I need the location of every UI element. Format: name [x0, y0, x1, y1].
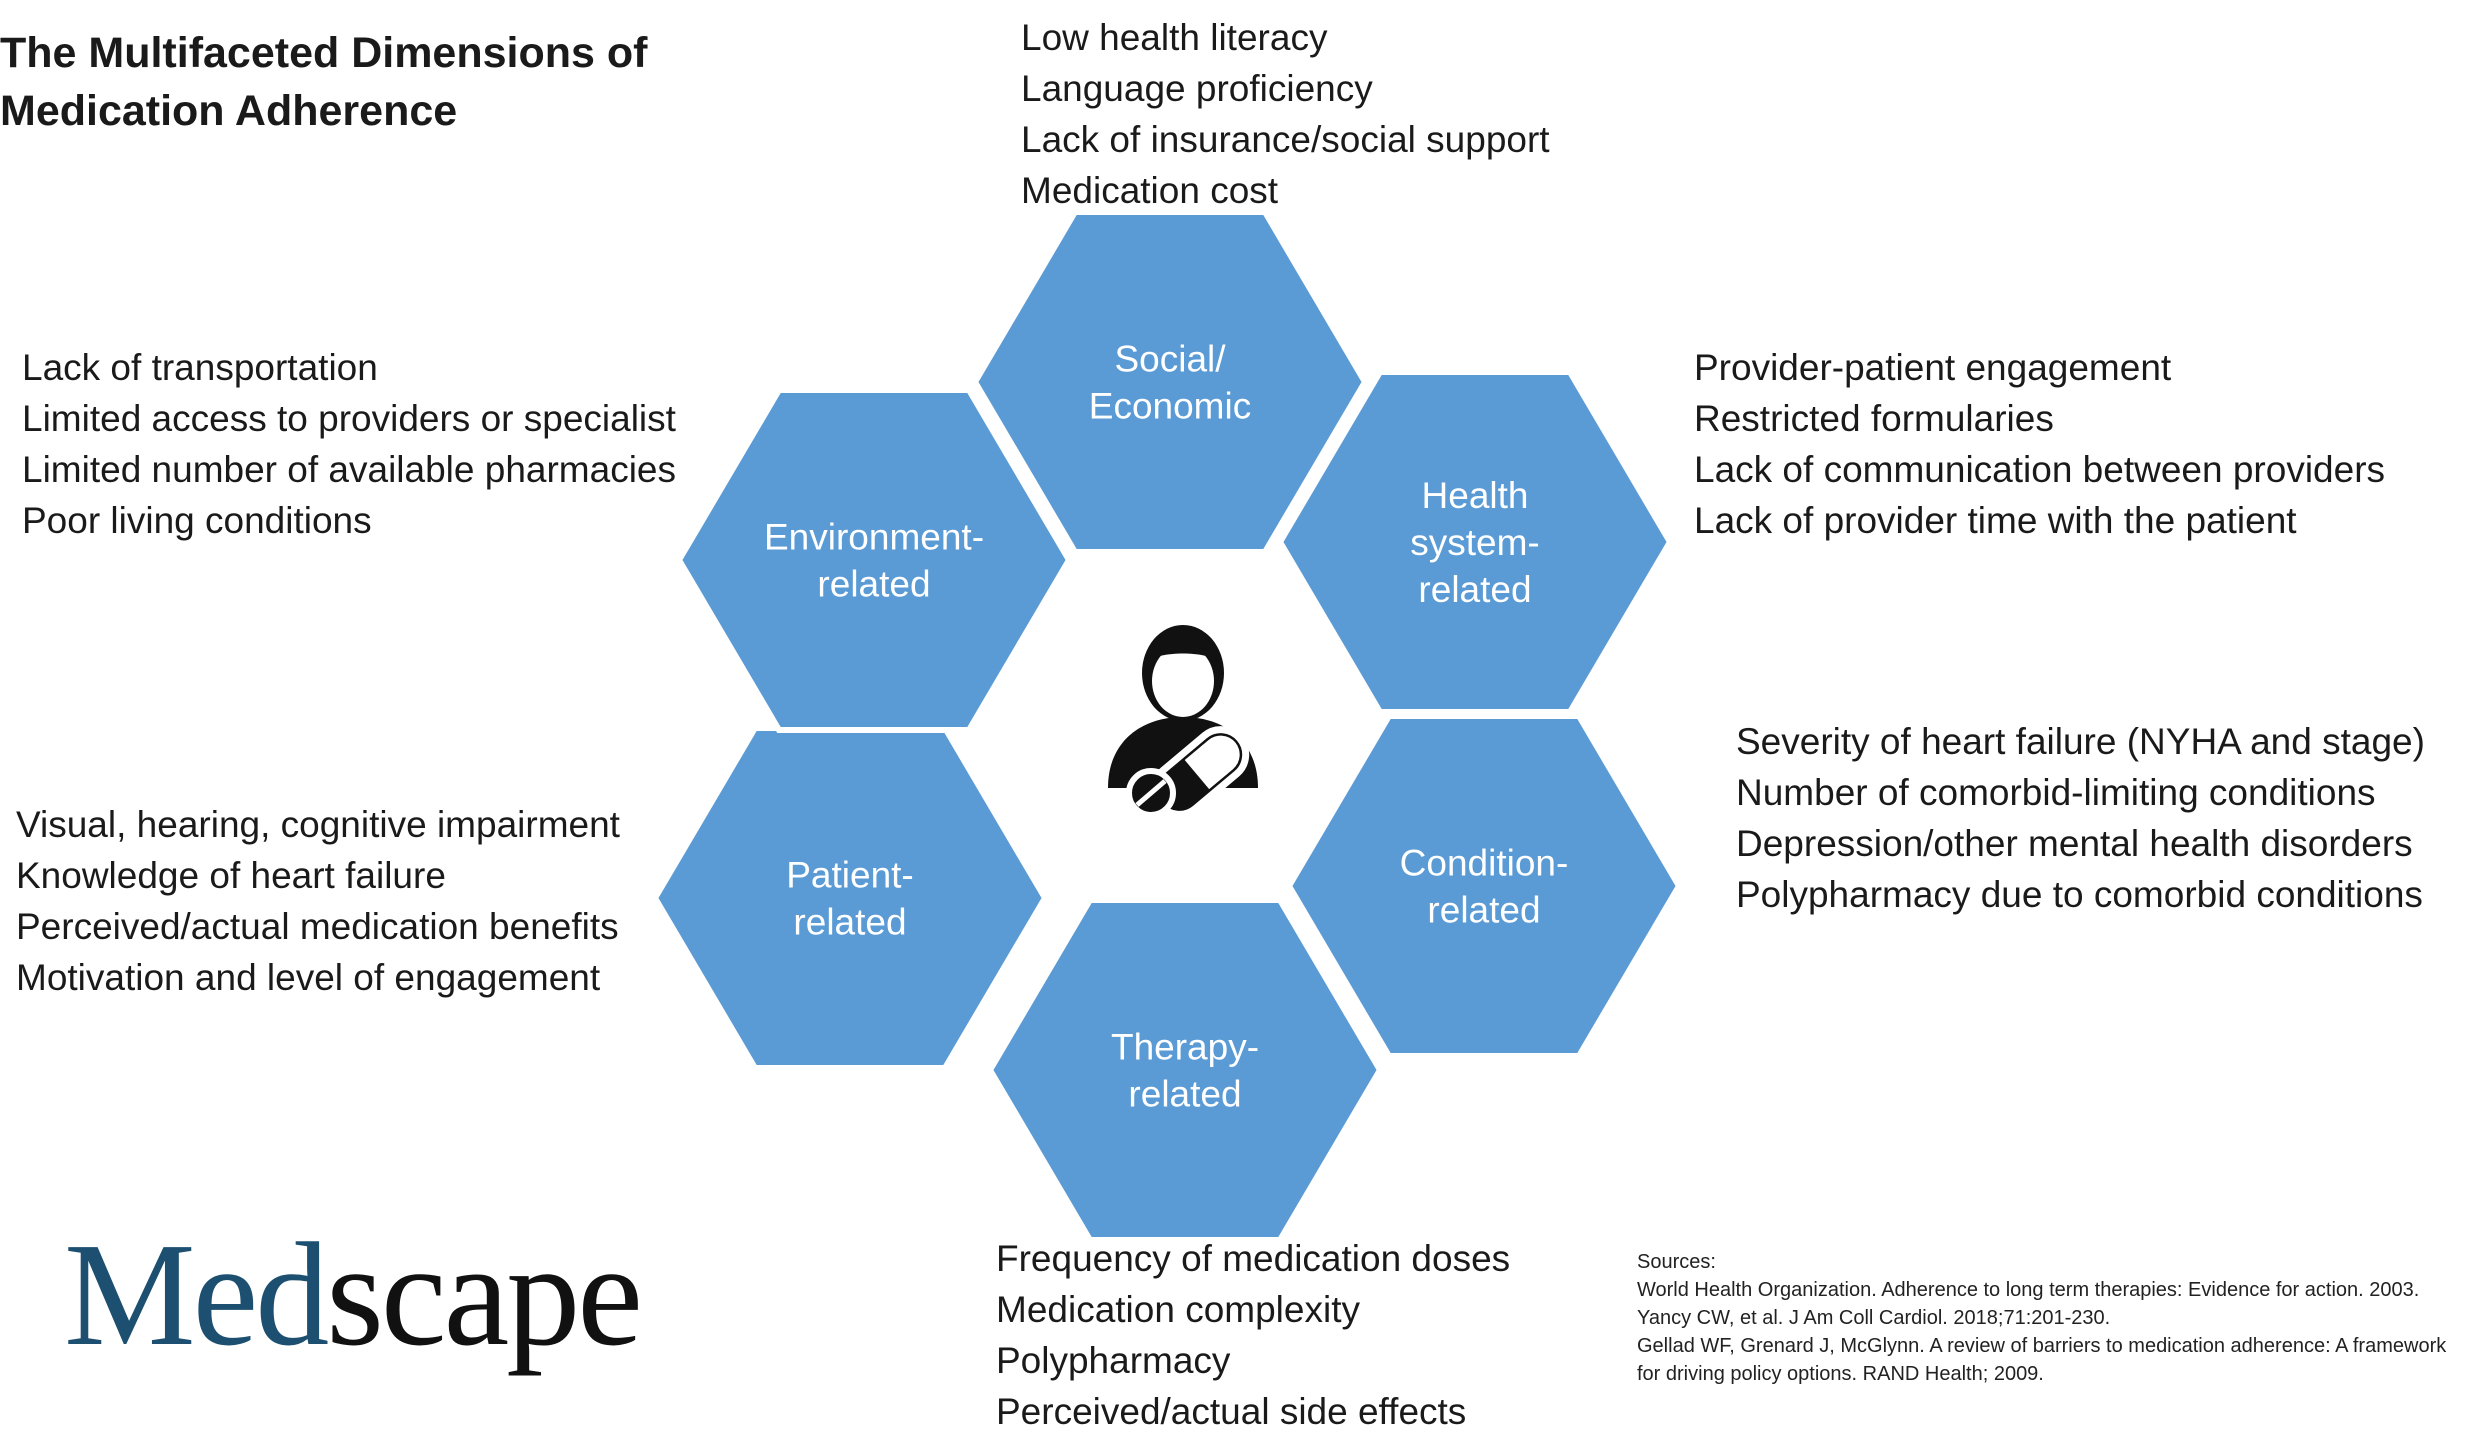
hexagon-label: Therapy-: [1111, 1027, 1259, 1068]
condition-factors: Severity of heart failure (NYHA and stag…: [1736, 716, 2425, 920]
sources-heading: Sources:: [1637, 1251, 1716, 1273]
hexagon-label: Condition-: [1400, 843, 1569, 884]
patient-with-pill-icon: [1108, 625, 1258, 818]
list-item: Motivation and level of engagement: [16, 957, 601, 998]
hexagon-label: system-: [1410, 522, 1540, 563]
list-item: Limited access to providers or specialis…: [22, 398, 676, 439]
hexagon-label: related: [793, 902, 906, 943]
list-item: Medication cost: [1021, 170, 1279, 211]
logo-part-scape: scape: [326, 1213, 643, 1377]
list-item: Provider-patient engagement: [1694, 347, 2172, 388]
hexagon-shape: [986, 897, 1384, 1243]
hexagon-label: related: [1128, 1074, 1241, 1115]
patient-factors: Visual, hearing, cognitive impairment Kn…: [16, 799, 620, 1003]
hexagon-shape: [1276, 369, 1674, 715]
hexagon-label: related: [1418, 569, 1531, 610]
medscape-logo: Medscape: [64, 1213, 643, 1377]
environment-factors: Lack of transportation Limited access to…: [22, 342, 676, 546]
list-item: Lack of communication between providers: [1694, 449, 2386, 490]
list-item: Language proficiency: [1021, 68, 1373, 109]
hexagon-label: Social/: [1114, 339, 1226, 380]
hex-patient: Patient-related: [651, 725, 1049, 1071]
logo-part-med: Med: [64, 1213, 329, 1377]
page-title: The Multifaceted Dimensions of Medicatio…: [0, 29, 648, 135]
hexagon-shape: [1285, 713, 1683, 1059]
list-item: Perceived/actual medication benefits: [16, 906, 619, 947]
hexagon-label: related: [1427, 890, 1540, 931]
list-item: Lack of transportation: [22, 347, 378, 388]
hex-therapy: Therapy-related: [986, 897, 1384, 1243]
list-item: Visual, hearing, cognitive impairment: [16, 804, 620, 845]
list-item: Number of comorbid-limiting conditions: [1736, 772, 2376, 813]
hexagon-label: Environment-: [764, 517, 984, 558]
social-economic-factors: Low health literacy Language proficiency…: [1021, 12, 1550, 216]
hexagon-shape: [651, 725, 1049, 1071]
hexagon-label: Patient-: [786, 855, 914, 896]
source-entry: World Health Organization. Adherence to …: [1637, 1279, 2420, 1301]
list-item: Lack of provider time with the patient: [1694, 500, 2297, 541]
list-item: Limited number of available pharmacies: [22, 449, 677, 490]
sources: Sources: World Health Organization. Adhe…: [1637, 1248, 2457, 1388]
hexagon-shape: [675, 387, 1073, 733]
list-item: Restricted formularies: [1694, 398, 2054, 439]
source-entry: Yancy CW, et al. J Am Coll Cardiol. 2018…: [1637, 1307, 2111, 1329]
list-item: Medication complexity: [996, 1289, 1360, 1330]
hexagon-label: Health: [1422, 475, 1529, 516]
list-item: Frequency of medication doses: [996, 1238, 1511, 1279]
hex-health-system: Health system-related: [1276, 369, 1674, 715]
therapy-factors: Frequency of medication doses Medication…: [996, 1233, 1510, 1437]
source-entry: Gellad WF, Grenard J, McGlynn. A review …: [1637, 1335, 2447, 1385]
list-item: Lack of insurance/social support: [1021, 119, 1550, 160]
list-item: Knowledge of heart failure: [16, 855, 446, 896]
list-item: Severity of heart failure (NYHA and stag…: [1736, 721, 2425, 762]
list-item: Polypharmacy due to comorbid conditions: [1736, 874, 2423, 915]
list-item: Polypharmacy: [996, 1340, 1231, 1381]
list-item: Depression/other mental health disorders: [1736, 823, 2413, 864]
hex-social-economic: Social/Economic: [971, 209, 1369, 555]
list-item: Poor living conditions: [22, 500, 372, 541]
hex-condition: Condition-related: [1285, 713, 1683, 1059]
hexagon-shape: [971, 209, 1369, 555]
hexagon-label: related: [817, 564, 930, 605]
list-item: Low health literacy: [1021, 17, 1328, 58]
hexagon-label: Economic: [1089, 386, 1251, 427]
health-system-factors: Provider-patient engagement Restricted f…: [1694, 342, 2385, 546]
list-item: Perceived/actual side effects: [996, 1391, 1467, 1432]
hex-environment: Environment-related: [675, 387, 1073, 733]
